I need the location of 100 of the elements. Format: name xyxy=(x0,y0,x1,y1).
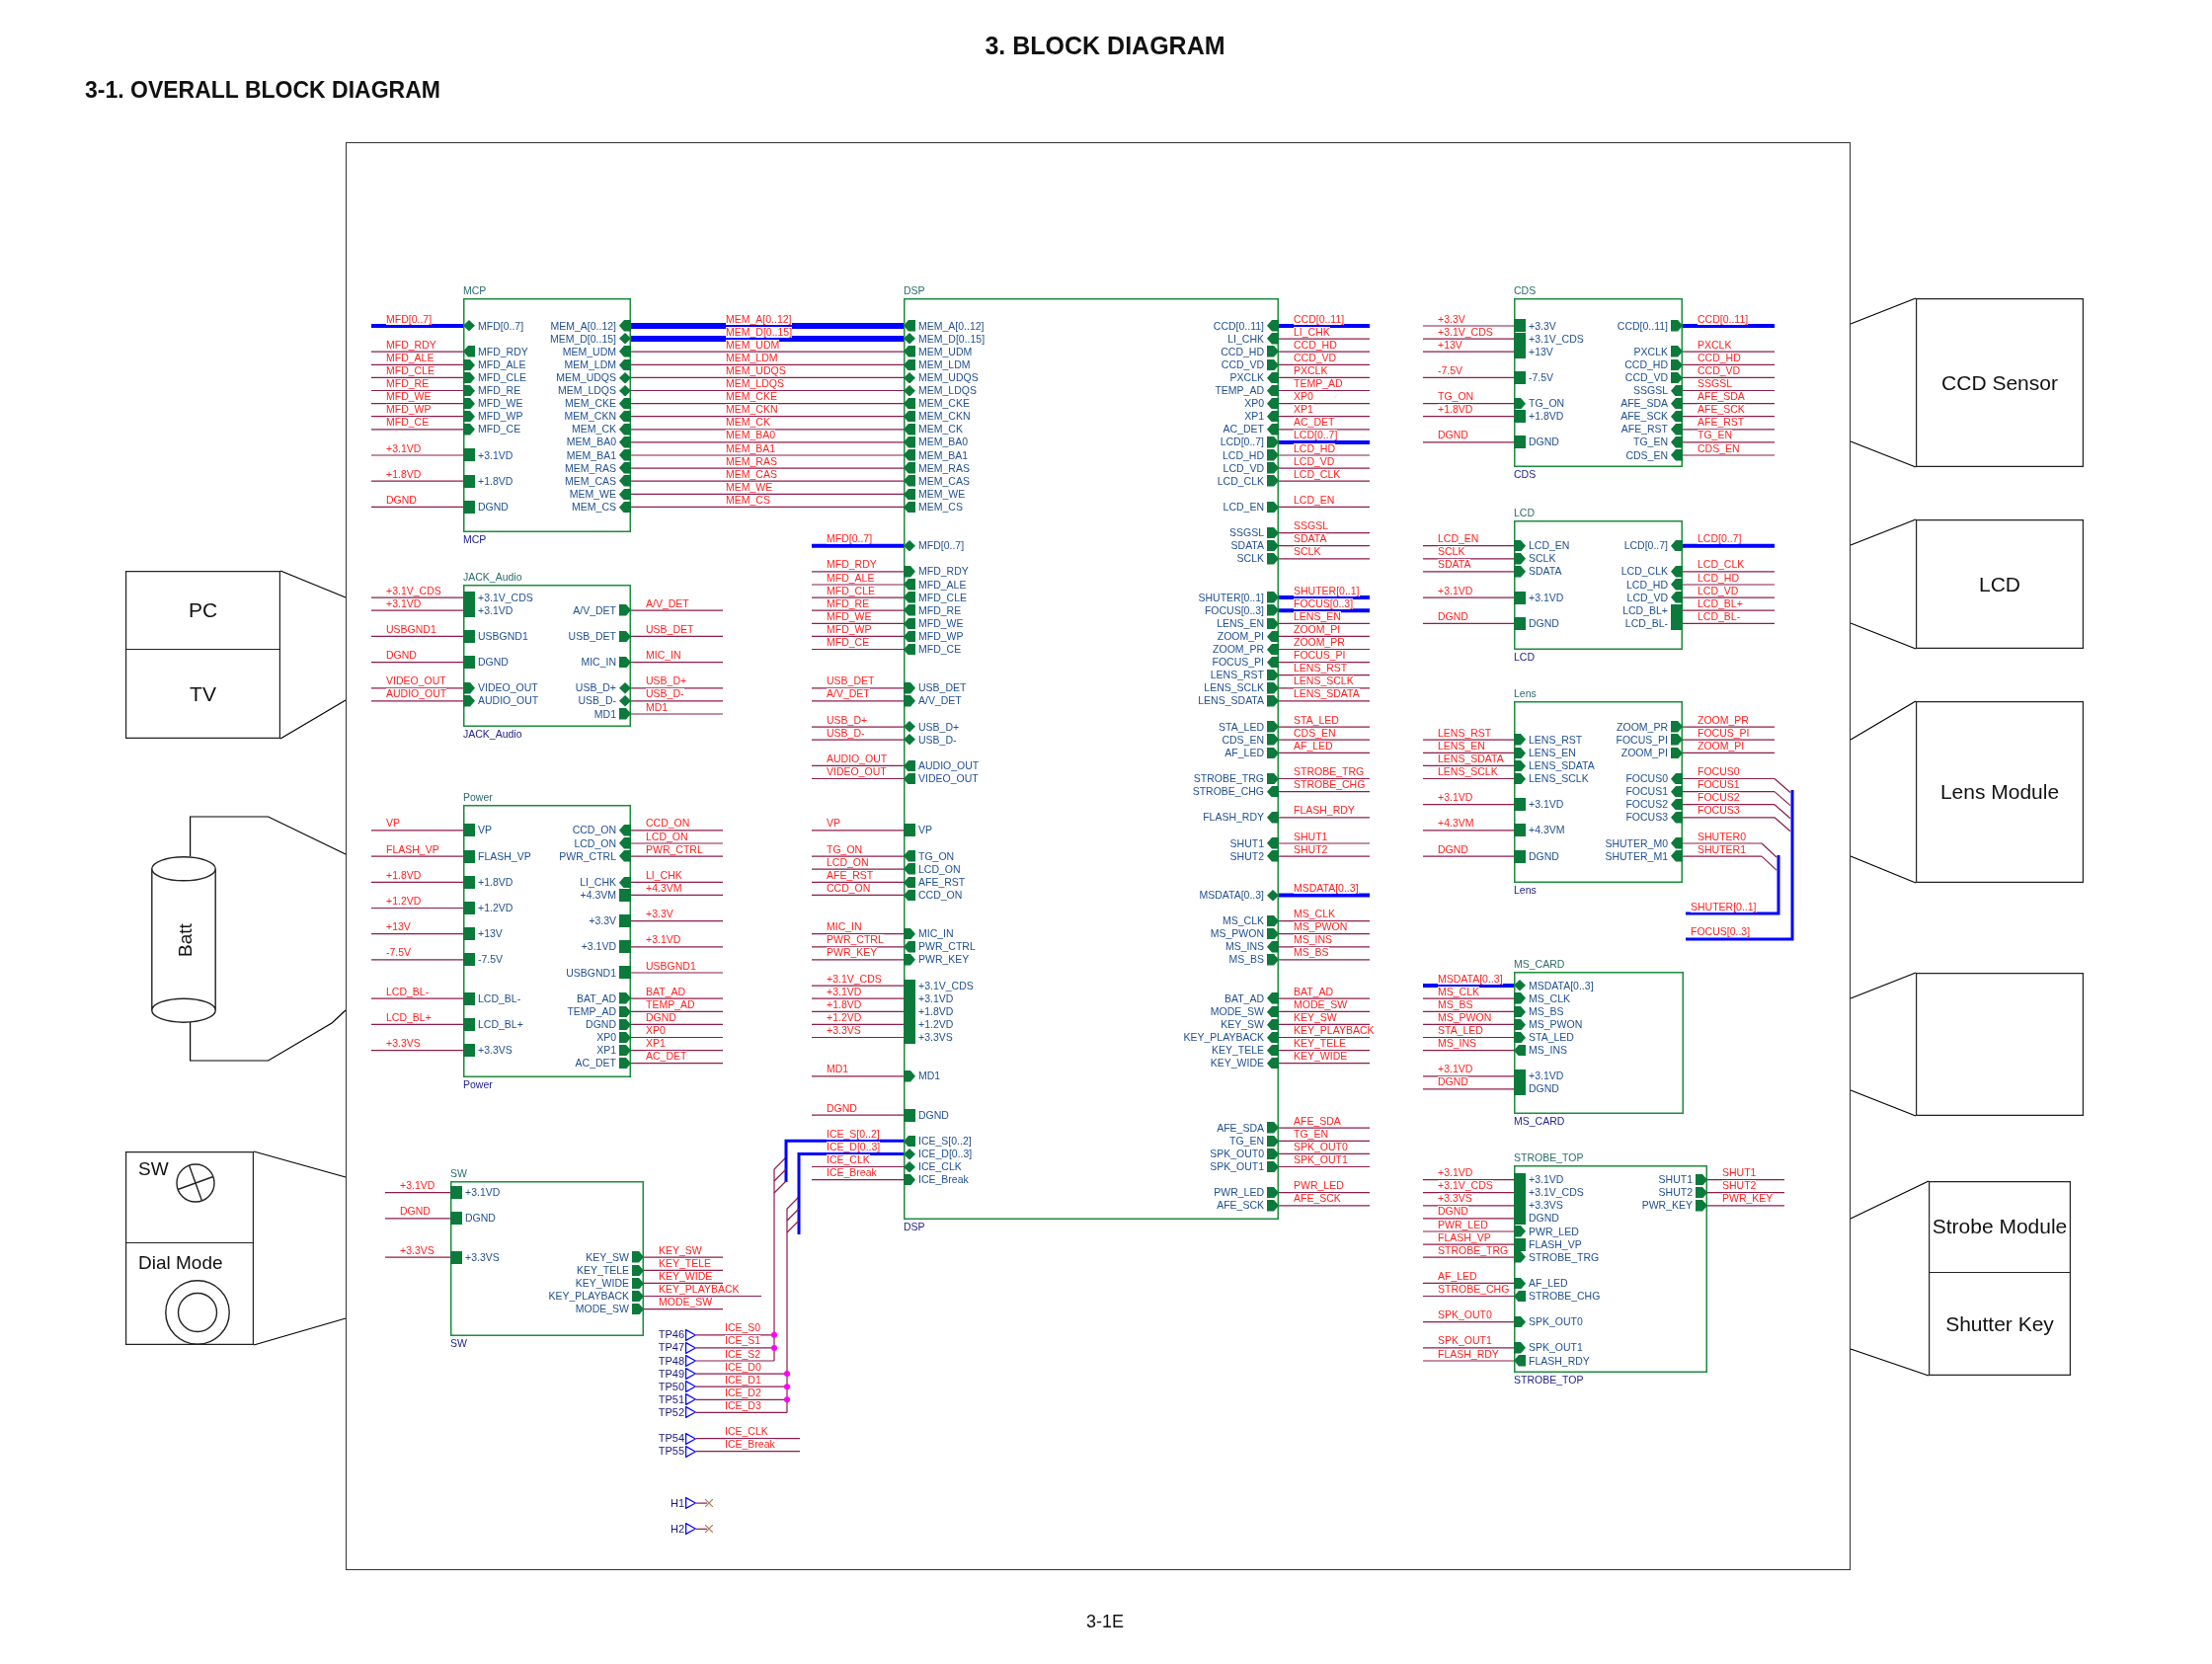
edge-label: ICE_D2 xyxy=(725,1387,761,1398)
net-label: AFE_SDA xyxy=(1294,1115,1341,1127)
block-title: Lens xyxy=(1514,885,1537,896)
net-label: +3.1VD xyxy=(646,934,681,946)
pin-label: -7.5V xyxy=(478,954,504,966)
pin-label: MS_CLK xyxy=(1223,915,1264,927)
pin-label: LENS_SDATA xyxy=(1198,695,1264,707)
pin-label: CDS_EN xyxy=(1625,449,1668,461)
net-label: +1.8VD xyxy=(1438,404,1473,416)
net-label: KEY_SW xyxy=(1294,1011,1337,1023)
net-label: MS_BS xyxy=(1438,998,1473,1010)
connector-line xyxy=(253,1150,347,1346)
net-label: LCD_VD xyxy=(1294,455,1335,467)
test-point-label: H2 xyxy=(670,1523,684,1535)
pin-label: +1.2VD xyxy=(478,903,514,913)
pin-label: AC_DET xyxy=(575,1058,616,1070)
net-label: USB_D+ xyxy=(646,675,687,687)
edge-label: ICE_S2 xyxy=(725,1348,761,1360)
net-label: MODE_SW xyxy=(1294,998,1348,1010)
pin-label: CCD_HD xyxy=(1221,346,1264,357)
net-label: SHUTER1 xyxy=(1698,843,1746,855)
pin-label: PWR_CTRL xyxy=(918,941,976,953)
pin-label: CCD_VD xyxy=(1221,358,1264,370)
pin-label: MEM_CKN xyxy=(918,411,971,423)
pin-label: MFD_ALE xyxy=(918,579,967,591)
pin-label: MFD_CLE xyxy=(478,371,526,383)
edge-label: MEM_LDQS xyxy=(726,378,784,389)
connector-line xyxy=(1850,518,1917,650)
net-label: +1.8VD xyxy=(386,869,422,881)
net-label: +4.3VM xyxy=(1438,818,1474,830)
net-label: AC_DET xyxy=(1294,417,1335,429)
pin-label: +1.8VD xyxy=(478,876,514,888)
pin-label: MEM_A[0..12] xyxy=(918,320,985,332)
net-label: +3.3VS xyxy=(400,1244,434,1256)
net-label: STA_LED xyxy=(1438,1025,1483,1036)
pin-label: STA_LED xyxy=(1529,1032,1574,1043)
bus-line xyxy=(631,336,904,343)
net-label: LENS_SDATA xyxy=(1294,688,1360,700)
net-label: PXCLK xyxy=(1294,364,1328,376)
connector-line xyxy=(279,570,347,740)
net-label: ICE_Break xyxy=(827,1167,877,1179)
pin-label: PWR_KEY xyxy=(1641,1200,1693,1212)
net-label: LCD_VD xyxy=(1698,585,1739,596)
wire xyxy=(630,403,905,405)
pin-label: ZOOM_PR xyxy=(1617,721,1668,733)
pin-label: STROBE_TRG xyxy=(1193,773,1264,784)
net-label: MFD_RE xyxy=(827,597,870,609)
net-label: PWR_CTRL xyxy=(646,843,703,855)
block-title: MCP xyxy=(463,534,487,545)
net-label: MFD[0..7] xyxy=(386,313,433,325)
pin-label: DGND xyxy=(1529,850,1559,862)
pin-label: LI_CHK xyxy=(580,876,616,888)
net-label: CCD_ON xyxy=(646,818,690,830)
pin-label: ZOOM_PI xyxy=(1620,747,1668,758)
pin-label: ICE_S[0..2] xyxy=(918,1135,972,1147)
pin-label: MIC_IN xyxy=(581,657,616,669)
net-label: +4.3VM xyxy=(646,882,682,894)
net-label: ZOOM_PI xyxy=(1294,623,1341,635)
pin-label: +3.1VD xyxy=(1529,1174,1564,1186)
pin-label: LCD_ON xyxy=(918,863,961,875)
net-label: +3.3VS xyxy=(1438,1193,1472,1205)
test-point-label: TP51 xyxy=(658,1393,684,1405)
edge-label: ICE_D1 xyxy=(725,1374,761,1386)
pin-label: STROBE_TRG xyxy=(1529,1251,1600,1263)
net-label: PWR_KEY xyxy=(1722,1193,1774,1205)
pin-label: MEM_LDQS xyxy=(558,385,616,396)
pin-label: USB_D- xyxy=(918,734,957,746)
net-label: STA_LED xyxy=(1294,714,1339,726)
pin-label: MEM_RAS xyxy=(918,462,970,474)
pin-label: +3.1VD xyxy=(478,604,514,616)
pin-label: USB_D- xyxy=(578,695,616,707)
edge-label: MEM_A[0..12] xyxy=(726,313,792,325)
pin-label: DGND xyxy=(478,657,509,669)
pin-label: XP0 xyxy=(596,1032,616,1043)
pin-label: FOCUS_PI xyxy=(1212,657,1264,669)
pin-label: SPK_OUT0 xyxy=(1210,1148,1264,1159)
net-label: AFE_RST xyxy=(827,869,874,881)
net-label: KEY_WIDE xyxy=(1294,1051,1348,1063)
net-label: CCD_VD xyxy=(1294,352,1337,363)
net-label: ZOOM_PR xyxy=(1698,714,1749,726)
test-point-label: TP50 xyxy=(658,1381,684,1392)
net-label: SPK_OUT0 xyxy=(1294,1141,1348,1152)
pin-label: MD1 xyxy=(918,1070,941,1082)
pin-label: USB_DET xyxy=(568,630,616,642)
bus-line xyxy=(797,1151,904,1197)
net-label: FOCUS_PI xyxy=(1294,650,1346,662)
pin-label: MEM_CS xyxy=(572,501,616,513)
net-label: +3.1VD xyxy=(1438,792,1473,804)
pin-label: SPK_OUT0 xyxy=(1529,1316,1583,1328)
pin-label: BAT_AD xyxy=(1224,992,1264,1004)
net-label: DGND xyxy=(400,1206,431,1218)
net-label: VIDEO_OUT xyxy=(386,675,446,687)
pin-label: DGND xyxy=(465,1213,496,1225)
net-label: MFD_WE xyxy=(386,391,432,403)
pin-label: MFD[0..7] xyxy=(918,540,965,552)
block-title: CDS xyxy=(1514,469,1537,480)
pin-label: MS_INS xyxy=(1224,941,1264,953)
section-heading: 3-1. OVERALL BLOCK DIAGRAM xyxy=(85,77,440,104)
pin-label: TEMP_AD xyxy=(567,1005,616,1017)
pin-label: AFE_SCK xyxy=(1217,1200,1264,1212)
